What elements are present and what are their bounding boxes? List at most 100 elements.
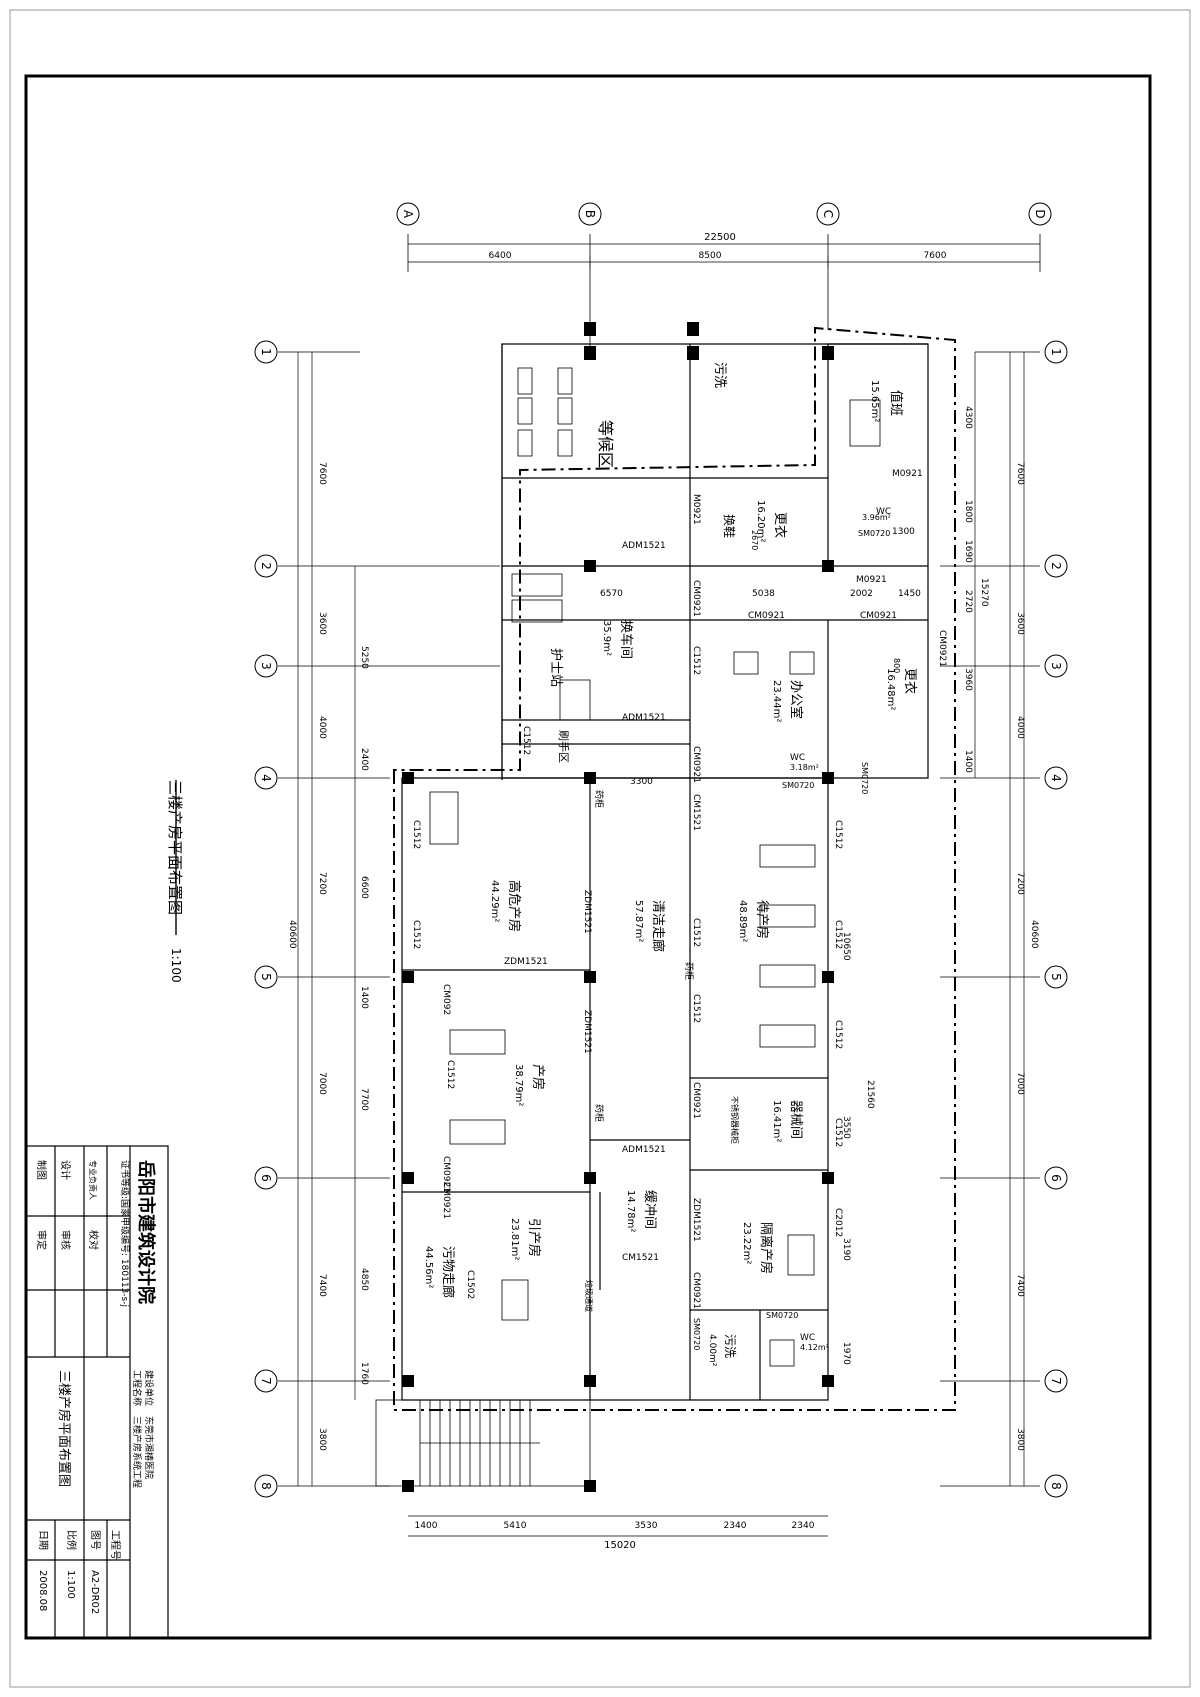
door-adm1521-3: ADM1521 [622, 1145, 666, 1155]
cabinet-label-1: 药柜 [593, 790, 605, 808]
walls [401, 343, 929, 1401]
door-cm1521-2: CM1521 [622, 1253, 659, 1263]
drawing-title: 三楼产房平面布置图 1:100 [166, 780, 184, 983]
furniture [429, 367, 881, 1367]
window-c1512-3: C1512 [411, 820, 421, 849]
door-sm0720-2: SM0720 [782, 781, 814, 790]
grid-label-4-right: 4 [1049, 774, 1063, 782]
grid-bubbles-letters: A B C D [396, 202, 1052, 226]
staircase [375, 1399, 591, 1487]
steel-cabinet-label: 不锈钢器械柜 [730, 1096, 740, 1144]
role-reviewed: 审核 [59, 1230, 72, 1250]
dim-right-inner-1: 4300 [963, 406, 973, 429]
dim-right-inner-6: 1400 [963, 750, 973, 773]
door-window-labels: ADM1521 ADM1521 ADM1521 ZDM1521 ZDM1521 … [411, 469, 947, 1350]
grid-label-2-right: 2 [1049, 562, 1063, 570]
dim-left-row-5: 7000 [317, 1072, 327, 1095]
grid-label-6: 6 [259, 1174, 273, 1182]
dim-top-total: 22500 [704, 232, 736, 243]
room-changing-2: 更衣 [902, 668, 918, 694]
dim-left-inner-4: 1400 [359, 986, 369, 1009]
room-high-risk-delivery-area: 44.29m² [489, 880, 500, 922]
misc-labels: WC 3.18m² WC 4.12m² WC 3.96m² 药柜 药柜 药柜 不… [584, 507, 891, 1352]
grid-label-7-right: 7 [1049, 1377, 1063, 1385]
room-isolation-delivery-area: 23.22m² [741, 1222, 752, 1264]
dim-right-inner-4: 2720 [963, 590, 973, 613]
door-adm1521-1: ADM1521 [622, 541, 666, 551]
room-instrument-room-area: 16.41m² [771, 1100, 782, 1142]
room-labor-room-area: 48.89m² [737, 900, 748, 942]
field-project-no-label: 工程号 [109, 1530, 121, 1560]
wc-label-3: WC [876, 507, 891, 517]
paper-edge [9, 9, 1191, 1688]
waste-chute-label: 垃圾通道 [584, 1280, 594, 1312]
dim-row2-1: 6570 [600, 589, 623, 599]
window-c1512-11: C1512 [445, 1060, 455, 1089]
wc-label-2: WC [800, 1333, 815, 1343]
dim-right-row-2: 3600 [1015, 612, 1025, 635]
room-duty-room: 值班 [888, 390, 904, 416]
room-shoe-change: 换鞋 [722, 514, 737, 538]
grid-label-1-right: 1 [1049, 348, 1063, 356]
window-c1512-2: C1512 [521, 726, 531, 755]
dim-left-row-4: 7200 [317, 872, 327, 895]
room-buffer-room-area: 14.78m² [625, 1190, 636, 1232]
window-c1512-9: C1512 [833, 1020, 843, 1049]
dim-bottom-total: 15020 [604, 1540, 636, 1551]
role-checked: 校对 [87, 1230, 100, 1250]
room-changing-1: 更衣 [772, 512, 788, 538]
role-designed: 设计 [59, 1160, 72, 1180]
room-dirty-wash-2: 污洗 [723, 1334, 737, 1358]
door-cm0921-5: CM0921 [691, 746, 701, 783]
role-lead: 专业负责人 [88, 1160, 98, 1200]
client-value: 东莞市湘椿医院 [143, 1416, 155, 1479]
door-adm1521-2: ADM1521 [622, 713, 666, 723]
wc-label-1: WC [790, 753, 805, 763]
field-date-value: 2008.08 [37, 1570, 48, 1611]
grid-label-7: 7 [259, 1377, 273, 1385]
dim-mid-right-1: 10650 [841, 932, 851, 961]
dim-right-row-6: 7400 [1015, 1274, 1025, 1297]
dim-row2-2: 5038 [752, 589, 775, 599]
room-induced-labor-area: 23.81m² [509, 1218, 520, 1260]
dim-top-2: 8500 [699, 251, 722, 261]
drawing-title-text: 三楼产房平面布置图 [166, 780, 184, 915]
field-drawing-no-label: 图号 [89, 1530, 101, 1550]
room-scrub-area: 刷手区 [557, 730, 571, 763]
room-buffer-room: 缓冲间 [642, 1190, 657, 1229]
grid-label-8: 8 [259, 1482, 273, 1490]
room-dirty-wash-1: 污洗 [712, 362, 727, 388]
dim-right-inner-3: 1690 [963, 540, 973, 563]
grid-bubbles-numbers-right: 1 2 3 4 5 6 7 8 [1044, 340, 1068, 1498]
door-zdm1521-2: ZDM1521 [582, 890, 592, 934]
dim-row2-3: 2002 [850, 589, 873, 599]
field-date-label: 日期 [37, 1530, 49, 1550]
door-cm0921-4: CM0921 [937, 630, 947, 667]
project-label: 工程名称 [131, 1370, 143, 1406]
window-c1512-10: C1512 [833, 1118, 843, 1147]
window-c1512-8: C1512 [833, 920, 843, 949]
dim-left-inner-5: 7700 [359, 1088, 369, 1111]
dim-top-3: 7600 [924, 251, 947, 261]
dim-left-row-6: 7400 [317, 1274, 327, 1297]
grid-label-5-right: 5 [1049, 973, 1063, 981]
role-approved: 审定 [35, 1230, 48, 1250]
room-office-area: 23.44m² [771, 680, 782, 722]
dim-right-inner-5: 3960 [963, 668, 973, 691]
dim-right-row-1: 7600 [1015, 462, 1025, 485]
grid-label-3-right: 3 [1049, 662, 1063, 670]
room-clean-corridor: 清洁走廊 [650, 900, 666, 952]
grid-label-b: B [583, 210, 597, 218]
firm-name: 岳阳市建筑设计院 [135, 1160, 157, 1304]
door-zdm1521-1: ZDM1521 [504, 957, 548, 967]
room-nurse-station: 护士站 [548, 648, 563, 687]
room-office: 办公室 [788, 680, 804, 719]
dim-top-1: 6400 [489, 251, 512, 261]
dim-left-row-1: 7600 [317, 462, 327, 485]
dim-left-row-3: 4000 [317, 716, 327, 739]
title-block: 岳阳市建筑设计院 证书等级:国家甲级编号: 180113-s-j 制图 设计 专… [25, 1145, 169, 1639]
dim-right-inner-total: 15270 [979, 578, 989, 607]
door-cm0921-9: CM0921 [441, 1156, 451, 1193]
room-clean-corridor-area: 57.87m² [633, 900, 644, 942]
